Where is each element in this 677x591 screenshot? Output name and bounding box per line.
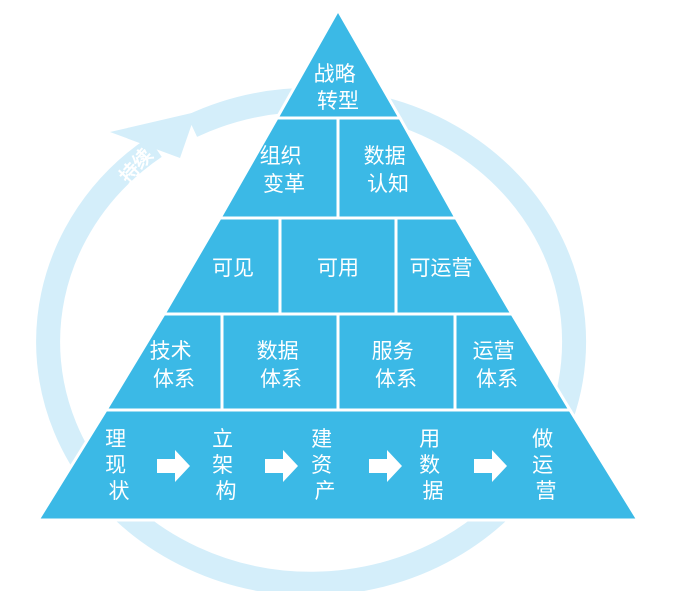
base-step-operate: 做 运 营 bbox=[532, 427, 560, 503]
tier-2-label-org: 组织 变革 bbox=[260, 144, 309, 196]
cycle-arrow-icon bbox=[110, 112, 196, 158]
tier-4-label-tech: 技术 体系 bbox=[150, 339, 199, 391]
tier-2-cell-org bbox=[217, 116, 340, 220]
cycle-ring-arc bbox=[36, 87, 587, 591]
tier-3-label-operable: 可运营 bbox=[410, 256, 473, 280]
base-step-assets: 建 资 产 bbox=[311, 427, 339, 503]
pyramid-tier-3: 可见 可用 可运营 bbox=[161, 216, 515, 316]
tier-4-label-operation: 运营 体系 bbox=[473, 339, 522, 391]
base-step-architecture: 立 架 构 bbox=[212, 427, 240, 503]
tier-2-label-data: 数据 认知 bbox=[364, 144, 413, 196]
pyramid-tier-1: 战略 转型 bbox=[274, 6, 403, 120]
arrow-right-icon bbox=[474, 450, 507, 482]
tier-1-label: 战略 转型 bbox=[314, 62, 363, 113]
base-cell bbox=[35, 408, 641, 522]
arrow-right-icon bbox=[369, 450, 402, 482]
tier-4-label-data: 数据 体系 bbox=[257, 339, 306, 391]
pyramid-tier-2: 组织 变革 数据 认知 bbox=[217, 116, 459, 220]
tier-3-label-usable: 可用 bbox=[317, 256, 359, 280]
pyramid-base: 理 现 状 立 架 构 建 资 产 用 数 据 做 运 营 bbox=[35, 408, 641, 522]
tier-4-label-service: 服务 体系 bbox=[372, 339, 421, 391]
arrow-right-icon bbox=[157, 450, 190, 482]
base-step-survey: 理 现 状 bbox=[105, 427, 133, 503]
base-step-use-data: 用 数 据 bbox=[419, 427, 447, 503]
tier-3-label-visible: 可见 bbox=[212, 256, 254, 280]
arrow-right-icon bbox=[265, 450, 298, 482]
pyramid-tier-4: 技术 体系 数据 体系 服务 体系 运营 体系 bbox=[103, 312, 573, 412]
